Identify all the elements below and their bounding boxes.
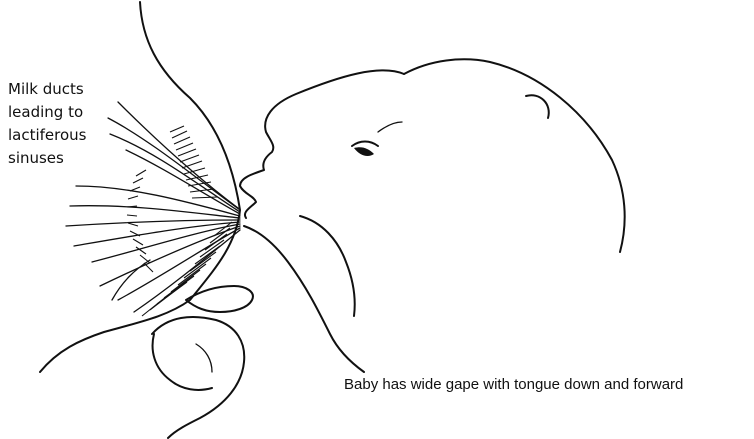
milk-ducts-label: Milk ducts leading to lactiferous sinuse… xyxy=(8,78,118,170)
baby-cheek-outline xyxy=(300,216,355,316)
baby-chin-outline xyxy=(244,226,364,372)
baby-head-outline xyxy=(240,70,404,218)
mother-finger-lower xyxy=(153,334,212,390)
mother-knuckle-line xyxy=(196,344,212,372)
breast-tissue-hatching xyxy=(127,170,153,272)
baby-ear-outline xyxy=(526,95,549,118)
mother-finger-upper xyxy=(186,286,253,312)
baby-head-crown xyxy=(404,59,625,252)
diagram-caption: Baby has wide gape with tongue down and … xyxy=(344,376,683,393)
baby-eye-icon xyxy=(352,122,402,156)
